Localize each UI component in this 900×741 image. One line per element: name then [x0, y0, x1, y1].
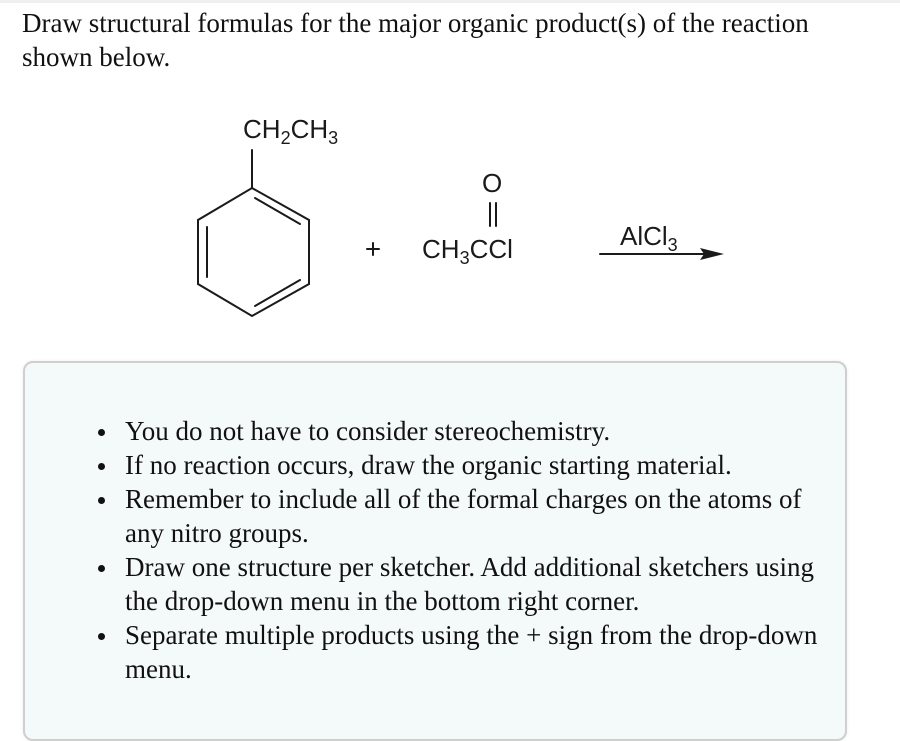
instructions-box: You do not have to consider stereochemis…	[23, 361, 847, 741]
bullet-icon	[98, 463, 105, 470]
reaction-scheme: CH2CH3 O CH3CCl AlCl3	[0, 0, 900, 340]
instruction-item: Remember to include all of the formal ch…	[98, 482, 845, 550]
instruction-item: Draw one structure per sketcher. Add add…	[98, 550, 845, 618]
reaction-bonds	[197, 149, 724, 318]
double-bond-inner	[254, 279, 301, 307]
reagent-label: AlCl3	[620, 221, 678, 255]
ethyl-label: CH2CH3	[243, 114, 339, 148]
acetyl-chloride-formula: CH3CCl	[422, 234, 513, 268]
instruction-item: Separate multiple products using the + s…	[98, 618, 845, 686]
arrow-head-icon	[700, 248, 724, 260]
bullet-icon	[98, 429, 105, 436]
double-bond-inner	[254, 197, 301, 225]
bullet-icon	[98, 633, 105, 640]
instructions-list: You do not have to consider stereochemis…	[85, 414, 845, 686]
instruction-item: You do not have to consider stereochemis…	[98, 414, 845, 448]
bullet-icon	[98, 497, 105, 504]
benzene-ring	[197, 186, 310, 318]
carbonyl-oxygen: O	[482, 168, 503, 198]
question-prompt: Draw structural formulas for the major o…	[22, 8, 809, 72]
bullet-icon	[98, 565, 105, 572]
instruction-item: If no reaction occurs, draw the organic …	[98, 448, 845, 482]
top-strip	[0, 0, 900, 3]
